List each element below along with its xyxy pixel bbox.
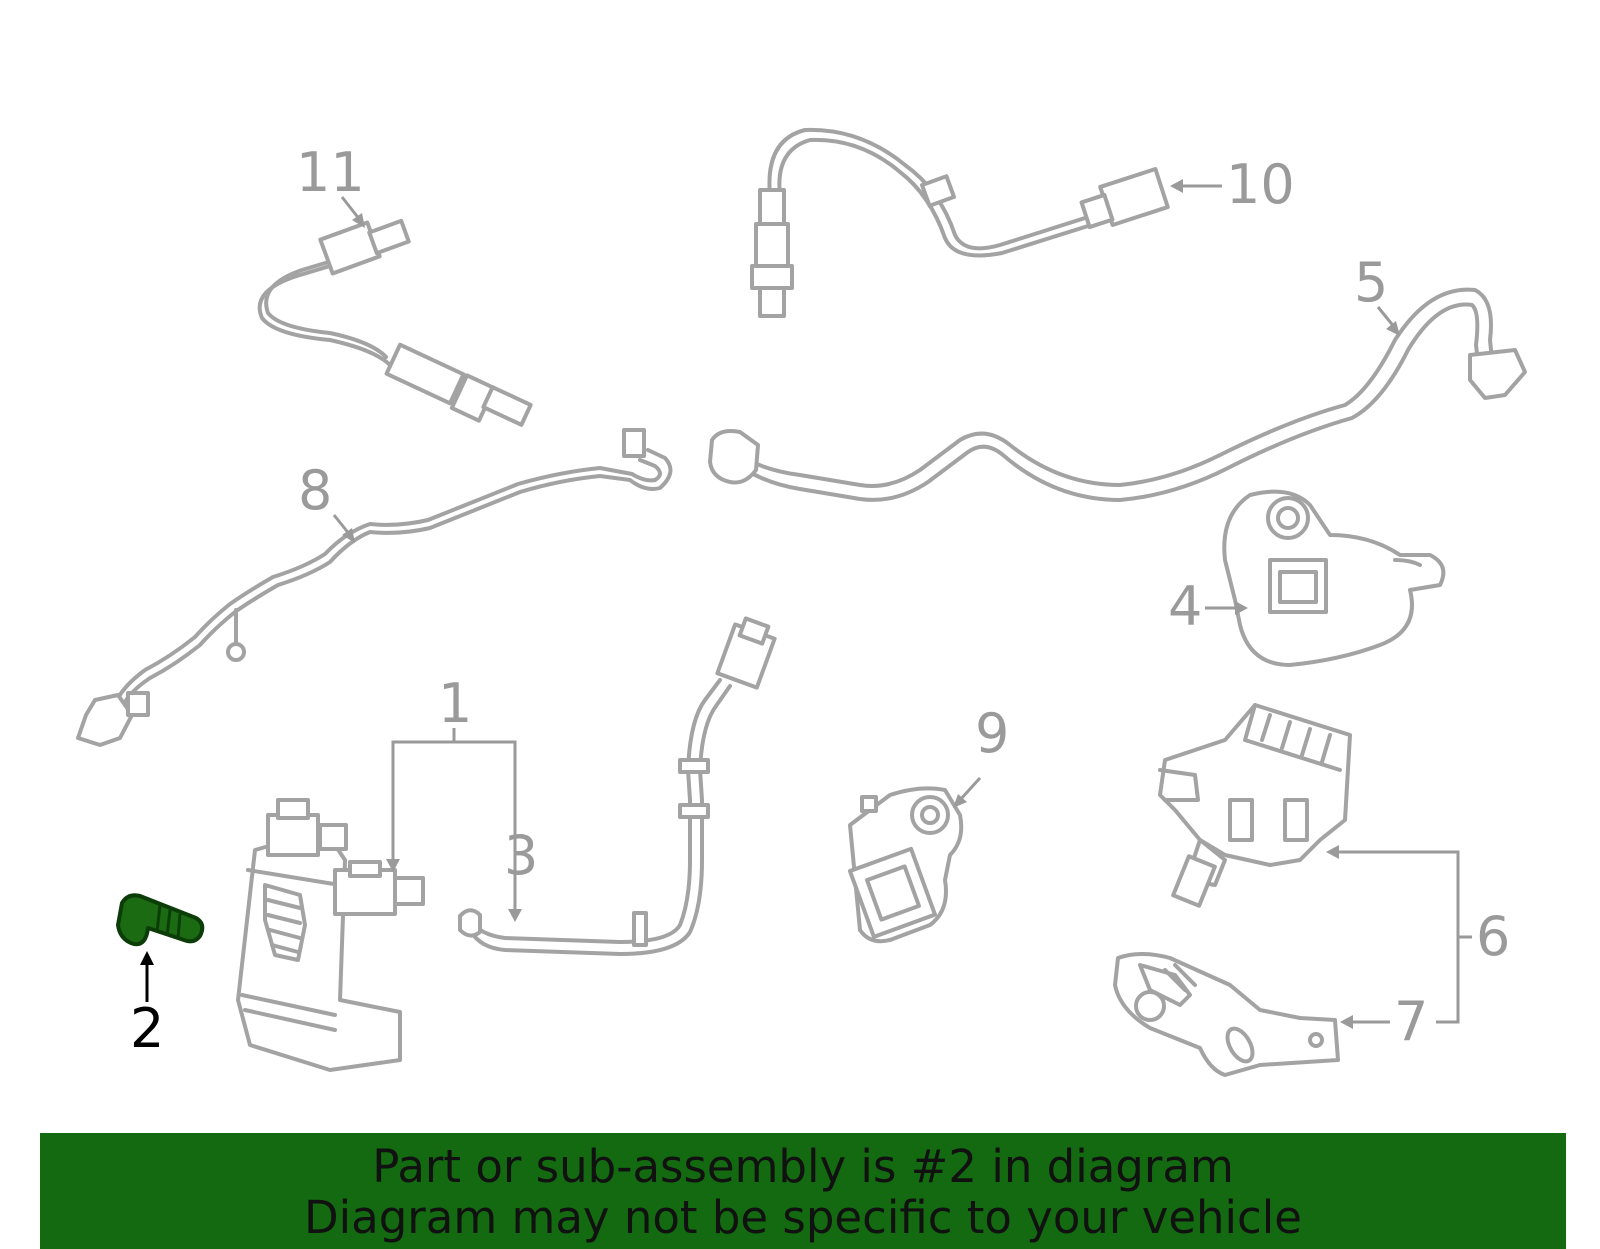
callout-10: 10: [1226, 153, 1295, 216]
part-10-oxygen-sensor[interactable]: [750, 127, 1170, 318]
callout-7: 7: [1394, 990, 1428, 1053]
part-5-hose[interactable]: [708, 287, 1527, 502]
part-11-oxygen-sensor[interactable]: [257, 218, 533, 427]
part-8-hose[interactable]: [76, 428, 673, 747]
leader-lines: [140, 179, 1472, 1029]
callout-3: 3: [504, 824, 538, 887]
callout-11: 11: [296, 141, 365, 204]
part-1-vapor-canister[interactable]: [236, 798, 425, 1072]
part-4-purge-solenoid[interactable]: [1222, 489, 1446, 667]
part-2-fitting-highlighted[interactable]: [116, 893, 205, 947]
part-6-leak-detection-pump[interactable]: [1158, 703, 1352, 908]
callout-5: 5: [1354, 251, 1388, 314]
info-banner: Part or sub-assembly is #2 in diagram Di…: [40, 1133, 1566, 1249]
part-3-hose[interactable]: [458, 616, 777, 956]
callout-4: 4: [1168, 575, 1202, 638]
banner-line-1: Part or sub-assembly is #2 in diagram: [372, 1140, 1234, 1193]
part-9-sensor[interactable]: [847, 786, 964, 944]
callout-8: 8: [298, 459, 332, 522]
callout-2: 2: [130, 997, 164, 1060]
callout-numbers: 11 10 5 8 4 1 9 3 6 7 2: [130, 141, 1510, 1060]
callout-9: 9: [975, 702, 1009, 765]
part-7-bracket[interactable]: [1113, 952, 1340, 1077]
banner-line-2: Diagram may not be specific to your vehi…: [304, 1191, 1302, 1244]
callout-6: 6: [1476, 905, 1510, 968]
callout-1: 1: [438, 672, 472, 735]
